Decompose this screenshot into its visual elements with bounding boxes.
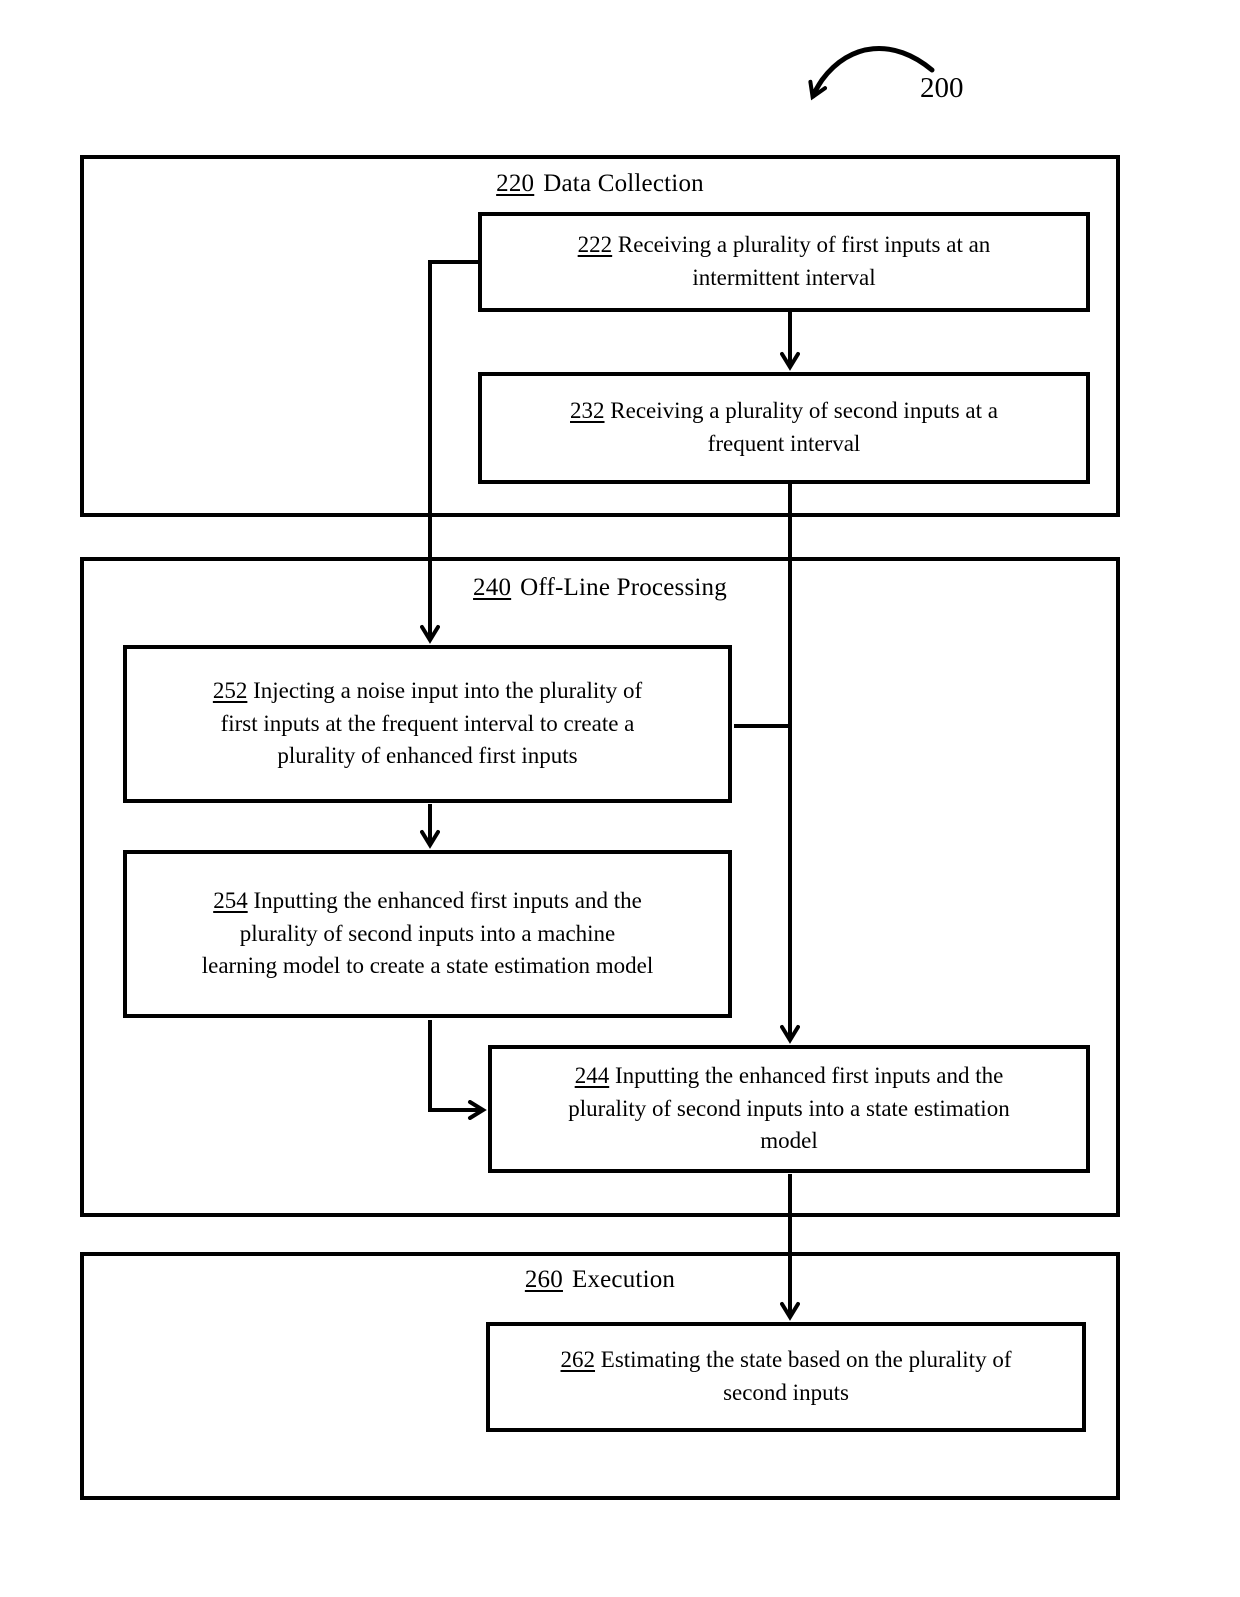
step-text-252: Injecting a noise input into the plurali… xyxy=(220,678,643,769)
section-title-data-collection: 220 Data Collection xyxy=(84,170,1116,198)
step-text-254: Inputting the enhanced first inputs and … xyxy=(201,888,654,979)
section-offline-processing: 240 Off-Line Processing xyxy=(80,557,1120,1217)
section-execution: 260 Execution xyxy=(80,1252,1120,1500)
step-num-252: 252 xyxy=(212,678,248,704)
step-text-262: Estimating the state based on the plural… xyxy=(600,1347,1012,1405)
step-content-244: 244 Inputting the enhanced first inputs … xyxy=(562,1060,1015,1158)
step-num-262: 262 xyxy=(560,1347,596,1373)
step-num-244: 244 xyxy=(574,1063,610,1089)
step-box-222: 222 Receiving a plurality of first input… xyxy=(478,212,1090,312)
step-text-244: Inputting the enhanced first inputs and … xyxy=(568,1063,1010,1154)
step-num-254: 254 xyxy=(213,888,248,914)
section-label-execution: Execution xyxy=(571,1266,676,1293)
step-content-232: 232 Receiving a plurality of second inpu… xyxy=(564,395,1004,460)
step-content-252: 252 Injecting a noise input into the plu… xyxy=(207,675,648,773)
section-num-240: 240 xyxy=(473,574,512,601)
step-text-232: Receiving a plurality of second inputs a… xyxy=(610,398,998,456)
figure-ref-arrow xyxy=(808,46,935,101)
section-data-collection: 220 Data Collection xyxy=(80,155,1120,517)
step-content-222: 222 Receiving a plurality of first input… xyxy=(572,229,997,294)
section-label-offline-processing: Off-Line Processing xyxy=(520,574,727,601)
section-label-data-collection: Data Collection xyxy=(543,170,704,197)
step-text-222: Receiving a plurality of first inputs at… xyxy=(617,232,991,290)
step-num-232: 232 xyxy=(570,398,605,424)
section-num-220: 220 xyxy=(496,170,535,197)
section-title-execution: 260 Execution xyxy=(84,1266,1116,1294)
step-box-254: 254 Inputting the enhanced first inputs … xyxy=(123,850,732,1018)
step-box-244: 244 Inputting the enhanced first inputs … xyxy=(488,1045,1090,1173)
step-box-252: 252 Injecting a noise input into the plu… xyxy=(123,645,732,803)
step-box-262: 262 Estimating the state based on the pl… xyxy=(486,1322,1086,1432)
step-content-262: 262 Estimating the state based on the pl… xyxy=(555,1344,1018,1409)
step-num-222: 222 xyxy=(577,232,613,258)
section-num-260: 260 xyxy=(524,1266,563,1293)
section-title-offline-processing: 240 Off-Line Processing xyxy=(84,574,1116,602)
step-content-254: 254 Inputting the enhanced first inputs … xyxy=(196,885,660,983)
figure-ref-label: 200 xyxy=(920,72,964,104)
step-box-232: 232 Receiving a plurality of second inpu… xyxy=(478,372,1090,484)
